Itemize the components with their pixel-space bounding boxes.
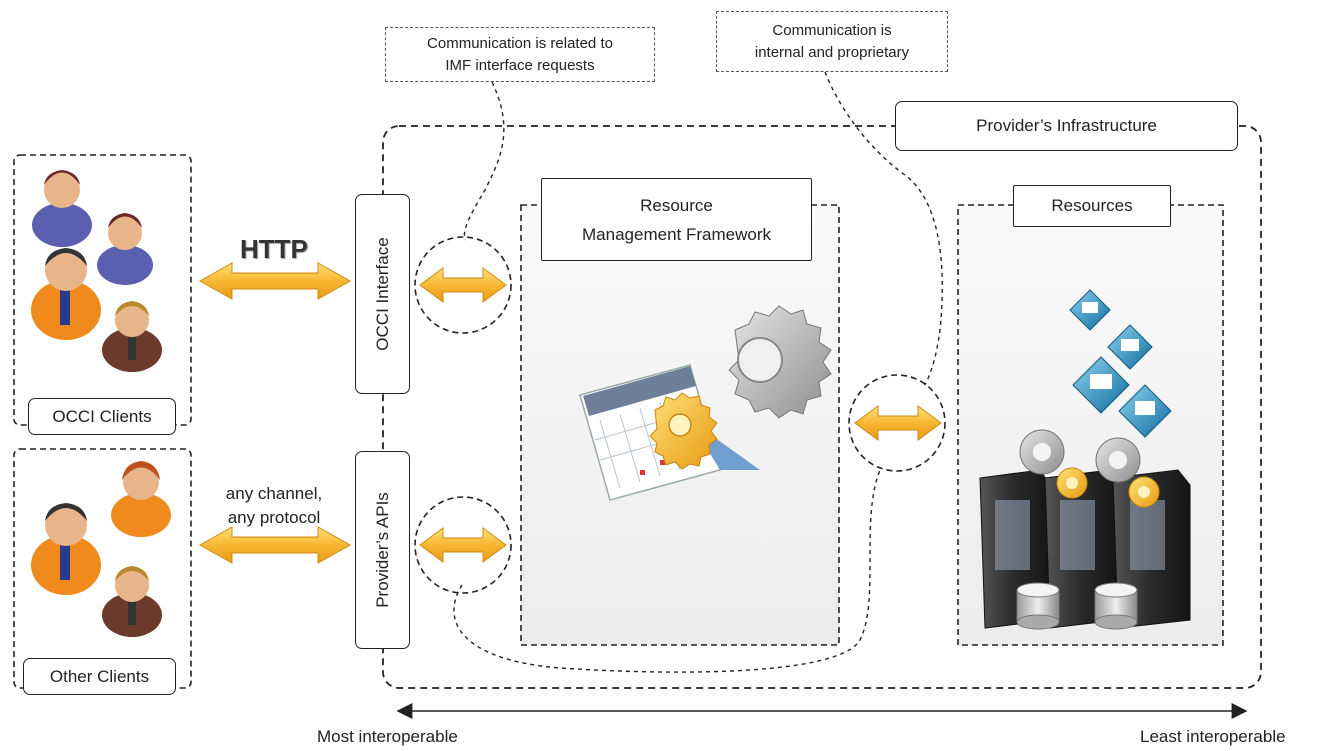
- occi-interface-label: OCCI Interface: [355, 194, 410, 394]
- any-channel-line-1: any channel,: [225, 484, 323, 503]
- most-interoperable-label: Most interoperable: [317, 727, 458, 746]
- note-imf-requests: Communication is related to IMF interfac…: [385, 27, 655, 82]
- gear-icon: [1019, 429, 1065, 475]
- resources-label-text: Resources: [1051, 196, 1133, 215]
- occi-interface-label-text: OCCI Interface: [372, 237, 392, 351]
- rmf-label-line-2: Management Framework: [582, 224, 771, 244]
- infrastructure-label-text: Provider’s Infrastructure: [976, 116, 1157, 135]
- note-connector-imf: [463, 81, 505, 241]
- person-icon: [102, 301, 162, 372]
- http-double-arrow: [198, 262, 352, 300]
- disk-stack-icon: [1016, 582, 1060, 630]
- monitor-icon: [1118, 384, 1172, 438]
- person-icon: [32, 170, 92, 247]
- other-clients-label-text: Other Clients: [49, 666, 150, 686]
- person-icon: [111, 461, 171, 537]
- any-channel-line-2: any protocol: [227, 508, 321, 527]
- infrastructure-label: Provider’s Infrastructure: [895, 101, 1238, 151]
- person-icon: [102, 566, 162, 637]
- http-label: HTTP: [240, 234, 308, 264]
- gear-icon: [1095, 437, 1141, 483]
- any-channel-label: any channel, any protocol: [212, 482, 336, 530]
- gold-gear-icon: [1056, 467, 1088, 499]
- person-icon: [31, 503, 101, 595]
- note-internal-line-1: Communication is: [772, 21, 892, 39]
- rmf-resources-arrow: [854, 405, 942, 441]
- internal-circle: [848, 374, 946, 472]
- resources-label: Resources: [1013, 185, 1171, 227]
- occi-clients-label: OCCI Clients: [28, 398, 176, 435]
- person-icon: [97, 213, 153, 285]
- infrastructure-frame: [382, 125, 1262, 689]
- disk-stack-icon: [1094, 582, 1138, 630]
- provider-apis-label: Provider’s APIs: [355, 451, 410, 649]
- monitor-icon: [1069, 289, 1111, 331]
- provider-apis-label-text: Provider’s APIs: [372, 492, 392, 608]
- any-channel-double-arrow: [198, 526, 352, 564]
- note-imf-requests-line-1: Communication is related to: [427, 34, 613, 52]
- note-connector-internal: [824, 71, 943, 386]
- provider-apis-arrow: [419, 527, 507, 563]
- gold-gear-icon: [1128, 476, 1160, 508]
- occi-clients-label-text: OCCI Clients: [52, 406, 152, 426]
- monitor-icon: [1072, 356, 1130, 414]
- note-imf-requests-line-2: IMF interface requests: [445, 56, 595, 74]
- monitor-icon: [1107, 324, 1153, 370]
- occi-interface-arrow: [419, 267, 507, 303]
- note-internal: Communication is internal and proprietar…: [716, 11, 948, 72]
- other-clients-label: Other Clients: [23, 658, 176, 695]
- rmf-label: Resource Management Framework: [541, 178, 812, 261]
- least-interoperable-label: Least interoperable: [1140, 727, 1286, 746]
- person-icon: [31, 248, 101, 340]
- interface-circle-top: [414, 236, 512, 334]
- rmf-label-line-1: Resource: [640, 195, 713, 215]
- note-connector-loop: [453, 469, 881, 673]
- calendar-gears-icon: [579, 305, 832, 501]
- note-internal-line-2: internal and proprietary: [754, 43, 910, 61]
- interface-circle-bottom: [414, 496, 512, 594]
